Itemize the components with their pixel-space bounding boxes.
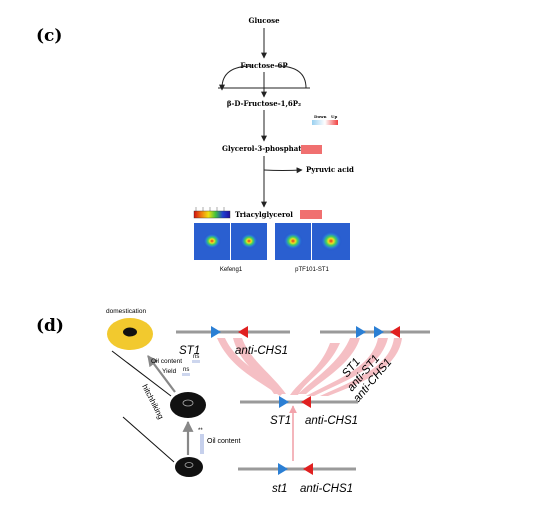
domestication-label: domestication [106, 308, 146, 315]
colorbar-ticks [195, 207, 225, 211]
intermediate-seed [170, 392, 206, 418]
fluorescence-image-st1-b [312, 223, 350, 260]
scale-down-label: Down [314, 114, 327, 119]
pyruvic-acid-label: Pyruvic acid [306, 165, 354, 174]
yield-ns-bar [182, 373, 190, 376]
glucose-label: Glucose [248, 16, 280, 25]
gene-anti-CHS1-marker [238, 326, 248, 338]
sample-label-kefeng1: Kefeng1 [220, 267, 243, 273]
gene-label-anti-CHS1-mid: anti-CHS1 [305, 415, 358, 427]
panel-c-label: (c) [36, 26, 62, 46]
fluorescence-image-kefeng1-b [231, 223, 267, 260]
glycerol-3p-up-bar [301, 145, 322, 154]
fructose-16p2-label: β-D-Fructose-1,6P₂ [227, 99, 301, 108]
gene-anti-CHS1-marker-mid [301, 396, 311, 408]
intensity-colorbar [193, 210, 231, 219]
oil-content-ns: ns [193, 354, 199, 360]
gene-label-anti-CHS1-bottom: anti-CHS1 [300, 483, 353, 495]
fluorescence-image-st1-a [275, 223, 311, 260]
gene-ST1-marker-mid [279, 396, 289, 408]
triacylglycerol-up-bar [300, 210, 322, 219]
fluorescence-image-kefeng1-a [194, 223, 230, 260]
triacylglycerol-label: Triacylglycerol [235, 210, 293, 219]
hitchhiking-line-bottom [122, 416, 175, 463]
oil-content-label-top: Oil content [151, 358, 182, 365]
oil-content-ns-bar [192, 360, 200, 363]
oil-content-increase-bar [200, 434, 204, 454]
gene-label-anti-CHS1: anti-CHS1 [235, 345, 288, 357]
gene-ST1-marker-2 [356, 326, 366, 338]
gene-label-ST1-mid: ST1 [270, 415, 291, 427]
synteny-ribbons [217, 338, 402, 396]
gene-label-st1: st1 [272, 483, 287, 495]
oil-content-label-bottom: Oil content [207, 438, 241, 445]
sample-label-st1: pTF101-ST1 [295, 267, 329, 273]
cycle-arc-left [221, 65, 253, 89]
gene-label-ST1: ST1 [179, 345, 200, 357]
gene-ST1-marker [211, 326, 221, 338]
gene-anti-ST1-marker [374, 326, 384, 338]
arrow-intermediate-to-domesticated [147, 355, 176, 393]
oil-content-significance: ** [198, 428, 203, 434]
hitchhiking-line-top [111, 350, 172, 397]
gene-st1-marker [278, 463, 288, 475]
panel-d-label: (d) [36, 316, 64, 336]
arrow-to-pyruvate [263, 167, 303, 174]
yield-label: Yield [162, 368, 177, 375]
domesticated-seed [107, 318, 153, 350]
cycle-arc-right [276, 65, 307, 89]
fructose-6p-label: Fructose-6P [240, 61, 288, 70]
fold-change-scale [312, 120, 338, 125]
scale-up-label: Up [331, 114, 337, 119]
gene-anti-CHS1-marker-2 [390, 326, 400, 338]
gene-anti-CHS1-marker-bottom [303, 463, 313, 475]
glycerol-3p-label: Glycerol-3-phosphate [222, 144, 306, 153]
wild-seed [175, 457, 203, 477]
yield-ns: ns [183, 367, 189, 373]
